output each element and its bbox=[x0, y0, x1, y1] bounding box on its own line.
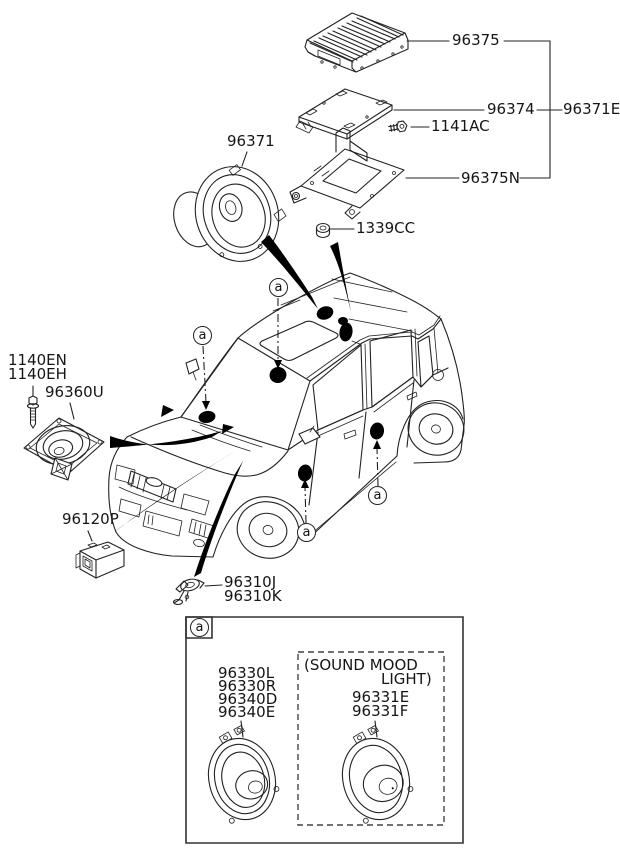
part-label-amplifier: 96375 bbox=[452, 31, 500, 49]
part-label-feeder-cable: 96120P bbox=[62, 510, 119, 528]
callout-letter: a bbox=[198, 328, 207, 343]
legend-label-door-speaker-1: 96330L bbox=[218, 664, 275, 682]
part-label-feeder-module: 96374 bbox=[487, 100, 535, 118]
legend-box bbox=[186, 617, 463, 843]
part-label-tweeter-b: 96310K bbox=[224, 587, 282, 605]
mood-speaker-sketch bbox=[331, 720, 418, 826]
legend-label-door-speaker-2: 96330R bbox=[218, 677, 277, 695]
part-label-front-speaker: 96371 bbox=[227, 132, 275, 150]
legend-label-mood-speaker-1: 96331E bbox=[352, 688, 410, 706]
legend-marker: a bbox=[190, 618, 209, 637]
callout-letter: a bbox=[373, 488, 382, 503]
vehicle-sketch bbox=[109, 273, 470, 565]
tweeter-sketch bbox=[174, 577, 205, 604]
callout-leaders bbox=[202, 298, 381, 523]
legend-label-door-speaker-3: 96340D bbox=[218, 690, 278, 708]
legend-mood-caption-line1: (SOUND MOOD bbox=[304, 656, 418, 674]
callout-letter: a bbox=[274, 280, 283, 295]
callout-marker-front-door: a bbox=[297, 523, 316, 542]
legend-marker-letter: a bbox=[195, 620, 204, 635]
part-label-screw: 1141AC bbox=[431, 117, 490, 135]
part-label-nut: 1339CC bbox=[356, 219, 416, 237]
bracket-sketch bbox=[290, 128, 404, 219]
part-label-bolt-lower: 1140EH bbox=[8, 365, 67, 383]
part-label-bolt-upper: 1140EN bbox=[8, 351, 67, 369]
pointer-arrows bbox=[110, 235, 353, 577]
door-speaker-sketch bbox=[197, 720, 284, 826]
amplifier-sketch bbox=[305, 13, 408, 72]
legend-mood-caption-line2: LIGHT) bbox=[381, 670, 432, 688]
callout-marker-rear-door: a bbox=[368, 486, 387, 505]
part-label-amp-assembly: 96371E bbox=[563, 100, 620, 118]
part-label-tweeter-a: 96310J bbox=[224, 573, 277, 591]
part-label-bracket: 96375N bbox=[461, 169, 520, 187]
legend-label-mood-speaker-2: 96331F bbox=[352, 702, 409, 720]
rear-speaker-sketch bbox=[24, 418, 104, 480]
feeder-module-sketch bbox=[296, 89, 392, 139]
bolt-sketch bbox=[28, 396, 39, 428]
speaker-location-blobs bbox=[198, 306, 385, 482]
legend-label-door-speaker-4: 96340E bbox=[218, 703, 276, 721]
nut-sketch bbox=[317, 224, 330, 238]
callout-letter: a bbox=[302, 525, 311, 540]
label-leader-lines bbox=[33, 41, 562, 586]
front-speaker-sketch bbox=[163, 154, 295, 279]
screw-sketch bbox=[388, 121, 407, 134]
callout-marker-windshield: a bbox=[269, 278, 288, 297]
callout-marker-cowl: a bbox=[193, 326, 212, 345]
part-label-rear-speaker: 96360U bbox=[45, 383, 104, 401]
feeder-cable-sketch bbox=[76, 542, 124, 578]
